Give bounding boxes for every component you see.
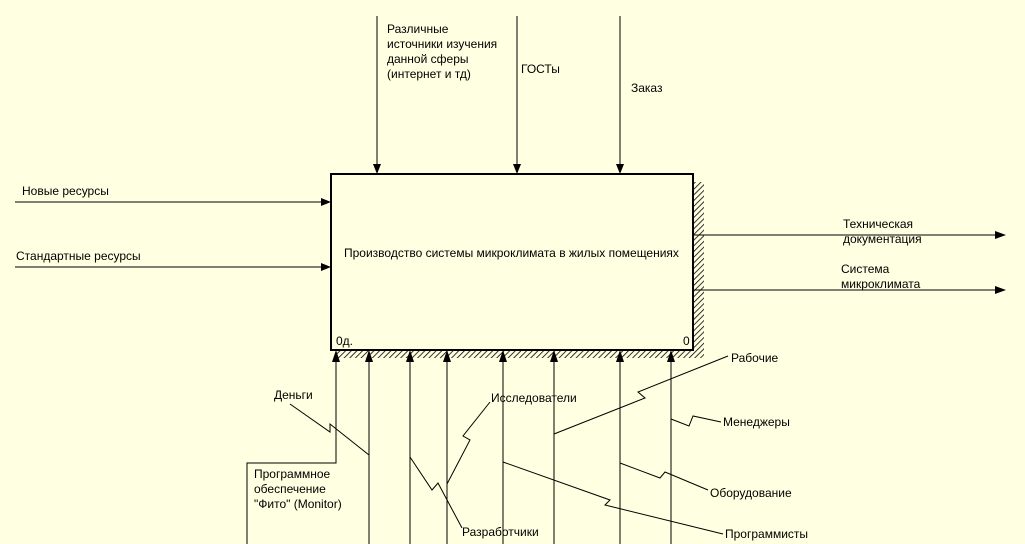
input-arrow-new-resources[interactable]: Новые ресурсы xyxy=(15,184,331,206)
squiggle-managers xyxy=(670,415,722,427)
mechanism-label-researchers: Исследователи xyxy=(491,391,577,405)
mechanism-label-equipment: Оборудование xyxy=(710,486,792,500)
squiggle-workers xyxy=(553,355,729,435)
control-arrow-sources[interactable]: Различные источники изучения данной сфер… xyxy=(373,16,501,174)
mechanism-arrow-developers-b[interactable] xyxy=(443,350,451,544)
mechanism-arrow-managers[interactable]: Менеджеры xyxy=(667,350,790,544)
mechanism-arrow-workers[interactable]: Рабочие xyxy=(550,350,779,544)
input-label-standard-resources: Стандартные ресурсы xyxy=(16,249,141,263)
input-arrow-standard-resources[interactable]: Стандартные ресурсы xyxy=(15,249,331,271)
output-label-documentation: Техническая документация xyxy=(843,217,922,246)
activity-label: Производство системы микроклимата в жилы… xyxy=(344,246,679,260)
mechanism-arrow-programmers[interactable]: Программисты xyxy=(499,350,808,544)
squiggle-researchers xyxy=(446,401,491,485)
activity-cost: 0д. xyxy=(336,334,353,348)
control-label-sources: Различные источники изучения данной сфер… xyxy=(387,22,501,81)
mechanism-label-software: Программное обеспечение "Фито" (Monitor) xyxy=(254,467,342,511)
control-arrow-gosts[interactable]: ГОСТы xyxy=(513,16,560,174)
mechanism-arrow-money[interactable]: Деньги xyxy=(274,350,373,544)
mechanism-label-workers: Рабочие xyxy=(731,351,779,365)
output-label-microclimate: Система микроклимата xyxy=(841,262,921,291)
control-label-gosts: ГОСТы xyxy=(521,62,560,76)
activity-box[interactable]: Производство системы микроклимата в жилы… xyxy=(330,173,704,358)
mechanism-label-developers: Разработчики xyxy=(462,525,539,539)
squiggle-equipment xyxy=(619,462,709,491)
mechanism-arrow-equipment[interactable]: Оборудование xyxy=(616,350,792,544)
mechanism-arrow-software[interactable]: Программное обеспечение "Фито" (Monitor) xyxy=(246,350,342,544)
control-label-order: Заказ xyxy=(631,81,663,95)
mechanism-arrow-developers-a[interactable] xyxy=(406,350,414,544)
activity-frame xyxy=(330,173,694,351)
squiggle-money xyxy=(289,403,370,456)
input-label-new-resources: Новые ресурсы xyxy=(22,184,109,198)
squiggle-programmers xyxy=(502,461,724,535)
squiggle-developers xyxy=(409,456,463,529)
mechanism-label-money: Деньги xyxy=(274,388,313,402)
mechanism-label-managers: Менеджеры xyxy=(723,415,790,429)
output-arrow-documentation[interactable]: Техническая документация xyxy=(693,217,1006,246)
output-arrow-microclimate[interactable]: Система микроклимата xyxy=(693,262,1006,294)
mechanism-label-programmers: Программисты xyxy=(725,527,808,541)
activity-number: 0 xyxy=(683,334,690,348)
control-arrow-order[interactable]: Заказ xyxy=(616,16,663,174)
